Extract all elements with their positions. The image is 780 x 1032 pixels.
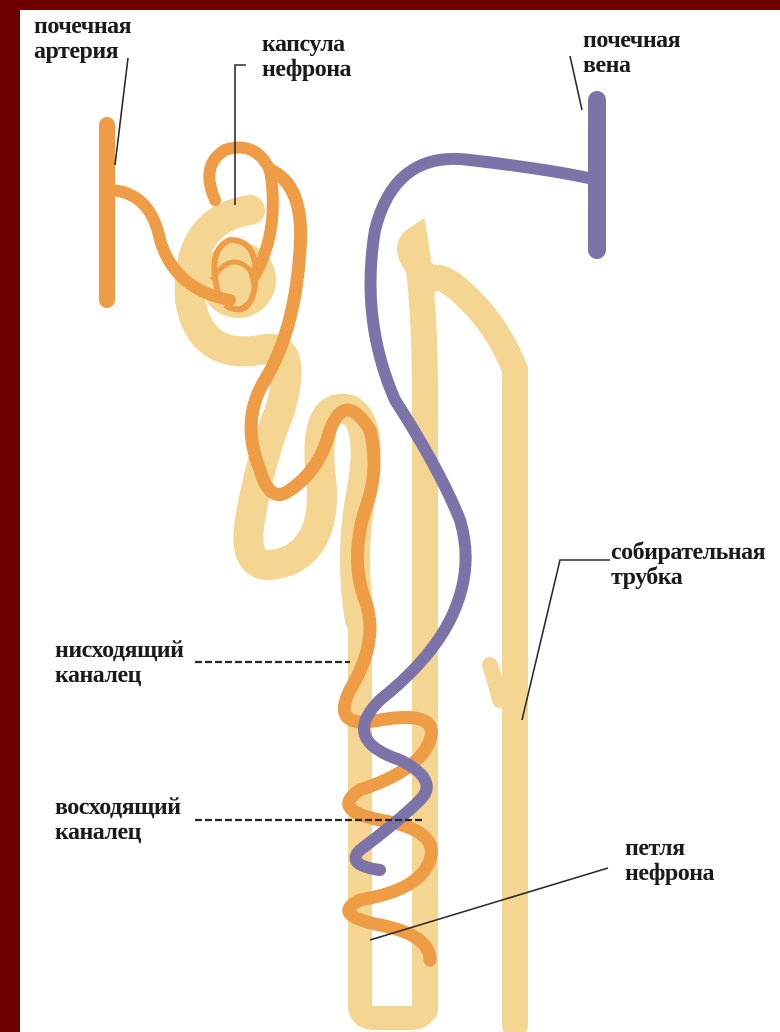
collecting-duct xyxy=(430,278,515,1026)
leader-collecting-duct xyxy=(522,560,610,720)
renal-vein-shape xyxy=(356,100,598,870)
leader-nephron-capsule xyxy=(235,65,246,205)
leader-renal-vein xyxy=(570,56,582,110)
leader-renal-artery xyxy=(115,58,128,165)
